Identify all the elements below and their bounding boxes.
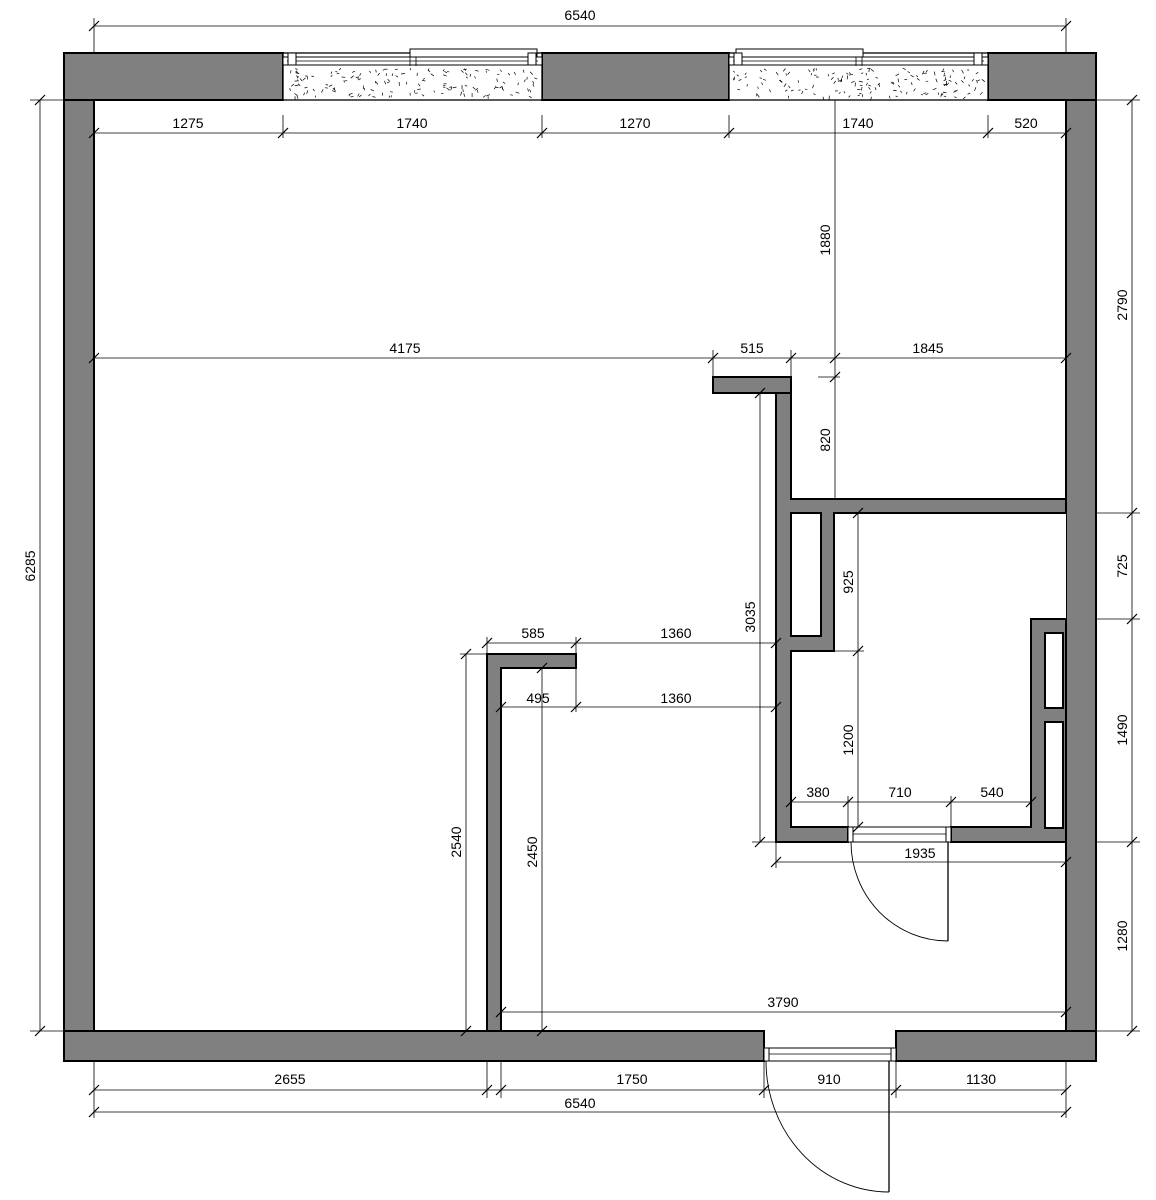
top-wall-segment-left (63, 52, 284, 101)
dim-right-side-4: 1280 (1114, 920, 1130, 951)
dim-upper-stub: 585 (521, 625, 545, 641)
dim-left-partition-outer: 2540 (448, 826, 464, 857)
dim-right-side-3: 1490 (1114, 714, 1130, 745)
entrance-door (763, 1047, 897, 1193)
dimension-lines (30, 18, 1140, 1118)
dim-bottom-overall: 6540 (564, 1095, 595, 1111)
dim-top-seg-2: 1740 (396, 115, 427, 131)
left-exterior-wall (63, 52, 95, 1062)
dim-bath-door-seg-3: 540 (980, 784, 1004, 800)
window-left (282, 48, 543, 101)
bottom-wall-segment-right (895, 1030, 1097, 1062)
dim-bath-width: 1935 (904, 845, 935, 861)
dim-right-side-1: 2790 (1114, 289, 1130, 320)
dim-mid-right: 1845 (912, 340, 943, 356)
dim-bottom-seg-1: 2655 (274, 1071, 305, 1087)
dim-top-overall: 6540 (564, 7, 595, 23)
dim-left-overall: 6285 (22, 550, 38, 581)
dim-top-seg-1: 1275 (172, 115, 203, 131)
bathroom-floor (834, 513, 1031, 827)
dim-bottom-seg-3: 910 (817, 1071, 841, 1087)
dim-mid-stub: 515 (740, 340, 764, 356)
niche-right-b (1044, 721, 1064, 829)
dim-lower-stub-to-wall: 1360 (660, 690, 691, 706)
corridor-floor (791, 651, 834, 827)
dim-bottom-seg-2: 1750 (616, 1071, 647, 1087)
dim-right-side-2: 725 (1114, 554, 1130, 578)
dim-bath-top-vert: 925 (840, 570, 856, 594)
top-wall-segment-middle (541, 52, 730, 101)
right-exterior-wall (1065, 52, 1097, 1062)
dim-top-seg-3: 1270 (619, 115, 650, 131)
dim-bath-low-vert: 1200 (840, 724, 856, 755)
dimension-labels: 6540 1275 1740 1270 1740 520 1880 820 41… (22, 7, 1130, 1111)
window-right-insulation (732, 67, 986, 101)
bathroom-floor-right (1031, 513, 1066, 619)
dim-mid-left: 4175 (389, 340, 420, 356)
dim-bath-door-seg-1: 380 (806, 784, 830, 800)
dim-right-upper-vert: 1880 (817, 224, 833, 255)
dim-partition-vert: 3035 (742, 601, 758, 632)
entrance-door-opening (763, 1047, 897, 1062)
window-right (728, 48, 989, 101)
dim-right-stub-vert: 820 (817, 428, 833, 452)
bathroom-door-opening (847, 826, 952, 843)
dim-upper-stub-to-wall: 1360 (660, 625, 691, 641)
bathroom-door (847, 826, 952, 942)
niche-left (790, 512, 822, 637)
top-wall-segment-right (987, 52, 1097, 101)
dim-hall-width: 3790 (767, 994, 798, 1010)
dim-bottom-seg-4: 1130 (966, 1071, 996, 1087)
niche-right-a (1044, 632, 1064, 709)
bottom-wall-segment-left (63, 1030, 765, 1062)
upper-stub-outline (712, 376, 792, 394)
niches (790, 512, 1066, 829)
dim-left-partition-inner: 2450 (524, 836, 540, 867)
dim-lower-stub: 495 (526, 690, 550, 706)
window-left-insulation (289, 67, 538, 100)
dim-bath-door-seg-2: 710 (888, 784, 912, 800)
entrance-door-swing (765, 1060, 890, 1193)
dim-top-seg-4: 1740 (842, 115, 873, 131)
dim-top-seg-5: 520 (1014, 115, 1038, 131)
